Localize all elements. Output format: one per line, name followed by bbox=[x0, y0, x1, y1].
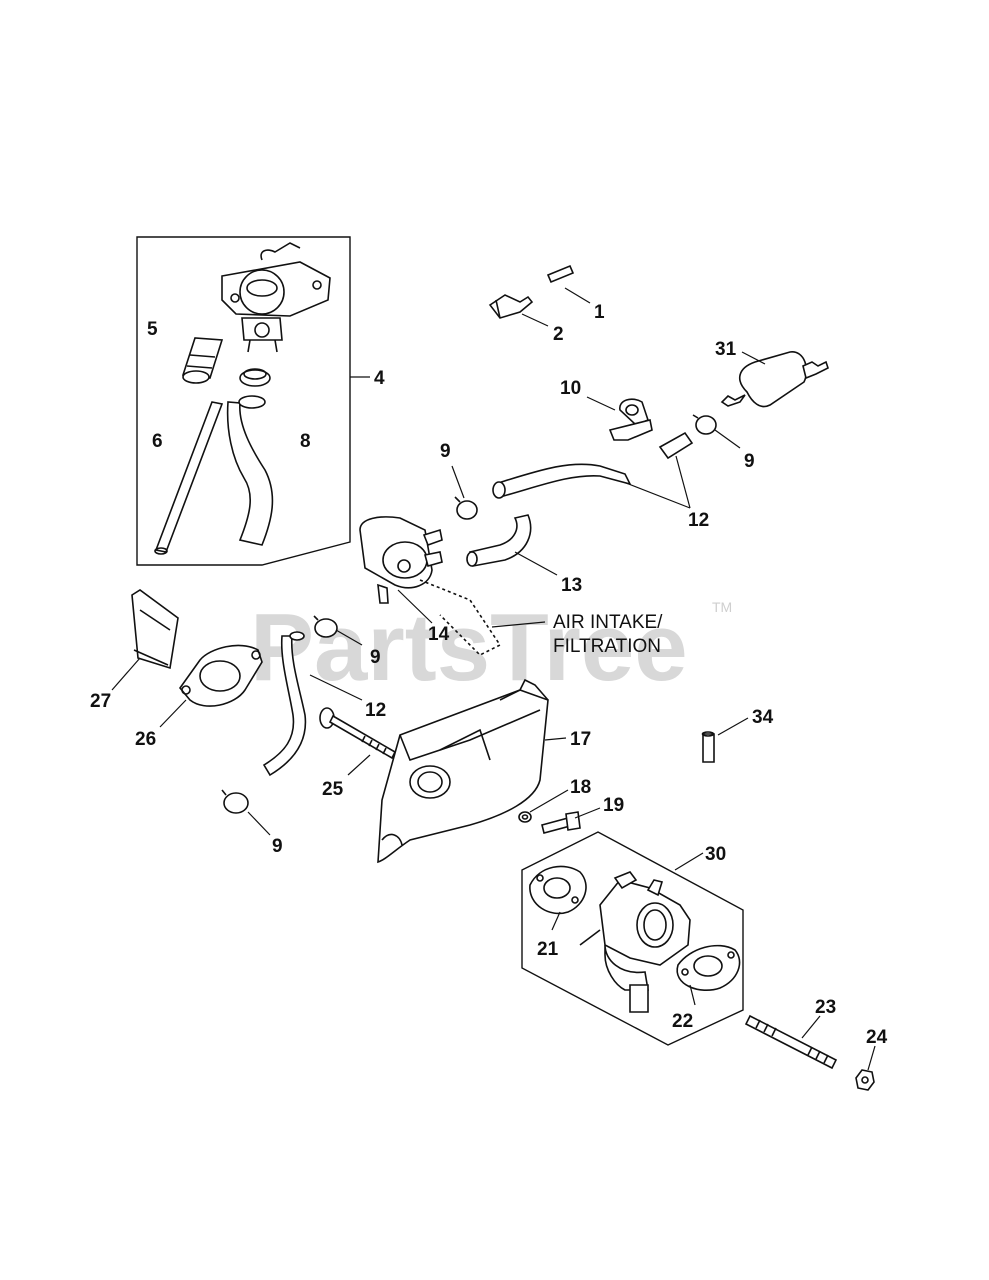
leader-2 bbox=[521, 313, 549, 327]
gasket-part-21 bbox=[529, 865, 587, 915]
leader-22 bbox=[689, 984, 696, 1006]
leader-9d bbox=[247, 811, 271, 836]
leader-27 bbox=[111, 657, 141, 691]
callout-30: 30 bbox=[705, 844, 726, 865]
callout-6: 6 bbox=[152, 431, 163, 452]
leader-31 bbox=[741, 351, 766, 365]
hose-part-12-upper bbox=[492, 431, 694, 499]
leader-26 bbox=[159, 699, 187, 728]
callout-12-upper: 12 bbox=[688, 510, 709, 531]
clamp-part-9d bbox=[221, 789, 249, 814]
nut-part-24 bbox=[855, 1069, 875, 1091]
filter-part-5 bbox=[181, 337, 224, 384]
callout-23: 23 bbox=[815, 997, 836, 1018]
reference-line-1: AIR INTAKE/ bbox=[553, 612, 663, 633]
leader-9a bbox=[714, 429, 741, 449]
watermark: PartsTree bbox=[250, 594, 688, 701]
pulse-pump-part-14 bbox=[359, 516, 502, 656]
watermark-tm: TM bbox=[712, 599, 732, 615]
callout-9-right: 9 bbox=[744, 451, 755, 472]
leader-13 bbox=[514, 551, 558, 576]
callout-26: 26 bbox=[135, 729, 156, 750]
clamp-part-9a bbox=[692, 414, 717, 435]
kit-box-4 bbox=[136, 236, 351, 566]
callout-9-mid: 9 bbox=[370, 647, 381, 668]
callout-4: 4 bbox=[374, 368, 385, 389]
callout-8: 8 bbox=[300, 431, 311, 452]
callout-17: 17 bbox=[570, 729, 591, 750]
callout-13: 13 bbox=[561, 575, 582, 596]
leader-10 bbox=[586, 396, 616, 411]
pin-part-1 bbox=[546, 264, 575, 284]
spacer-part-17 bbox=[377, 678, 549, 864]
callout-34: 34 bbox=[752, 707, 774, 728]
bolt-part-25 bbox=[319, 707, 397, 760]
callout-19: 19 bbox=[603, 795, 624, 816]
clamp-part-9c bbox=[313, 615, 338, 638]
callout-2: 2 bbox=[553, 324, 564, 345]
tube-part-6 bbox=[154, 401, 224, 555]
kit-box-30 bbox=[521, 831, 744, 1046]
callout-5: 5 bbox=[147, 319, 158, 340]
leader-12a-2 bbox=[675, 455, 691, 509]
callout-24: 24 bbox=[866, 1027, 888, 1048]
bolt-part-19 bbox=[541, 811, 581, 834]
leader-18 bbox=[529, 789, 569, 813]
gasket-part-26 bbox=[178, 644, 263, 707]
callout-14: 14 bbox=[428, 624, 450, 645]
leader-19 bbox=[574, 807, 601, 819]
callout-10: 10 bbox=[560, 378, 581, 399]
leader-25 bbox=[347, 754, 371, 776]
pin-part-34 bbox=[701, 731, 715, 763]
fuel-pump-part bbox=[221, 242, 331, 353]
leader-30 bbox=[674, 852, 704, 871]
callout-1: 1 bbox=[594, 302, 605, 323]
leader-9c bbox=[335, 629, 363, 646]
callout-22: 22 bbox=[672, 1011, 693, 1032]
bracket-part-27 bbox=[131, 589, 179, 670]
fitting-part-2 bbox=[488, 294, 534, 319]
clamp-part-9b bbox=[454, 496, 478, 520]
callout-12-lower: 12 bbox=[365, 700, 386, 721]
callout-31: 31 bbox=[715, 339, 737, 360]
callout-18: 18 bbox=[570, 777, 591, 798]
leader-12a-1 bbox=[625, 482, 691, 509]
reference-line-2: FILTRATION bbox=[553, 636, 661, 657]
callout-27: 27 bbox=[90, 691, 111, 712]
leader-24 bbox=[867, 1045, 876, 1071]
fuel-filter-part-31 bbox=[720, 351, 829, 408]
carburetor-part bbox=[579, 871, 691, 1013]
leader-ref bbox=[491, 621, 546, 628]
gasket-part-22 bbox=[676, 944, 741, 992]
leader-17 bbox=[544, 737, 567, 741]
clamp-part bbox=[239, 368, 271, 387]
callout-25: 25 bbox=[322, 779, 344, 800]
leader-34 bbox=[717, 717, 749, 736]
leader-9b bbox=[451, 465, 465, 499]
leader-12b bbox=[309, 674, 363, 701]
clip-part-10 bbox=[608, 398, 653, 441]
hose-part-12-lower bbox=[262, 631, 307, 777]
callout-21: 21 bbox=[537, 939, 559, 960]
callout-9-lower: 9 bbox=[272, 836, 283, 857]
leader-1 bbox=[564, 287, 591, 304]
callout-9-center: 9 bbox=[440, 441, 451, 462]
stud-part-23 bbox=[744, 1014, 838, 1070]
leader-23 bbox=[801, 1015, 821, 1039]
hose-part-8 bbox=[226, 395, 274, 546]
washer-part-18 bbox=[518, 811, 532, 823]
leader-21 bbox=[551, 911, 561, 931]
leader-14 bbox=[397, 589, 433, 624]
hose-part-13 bbox=[466, 514, 532, 567]
